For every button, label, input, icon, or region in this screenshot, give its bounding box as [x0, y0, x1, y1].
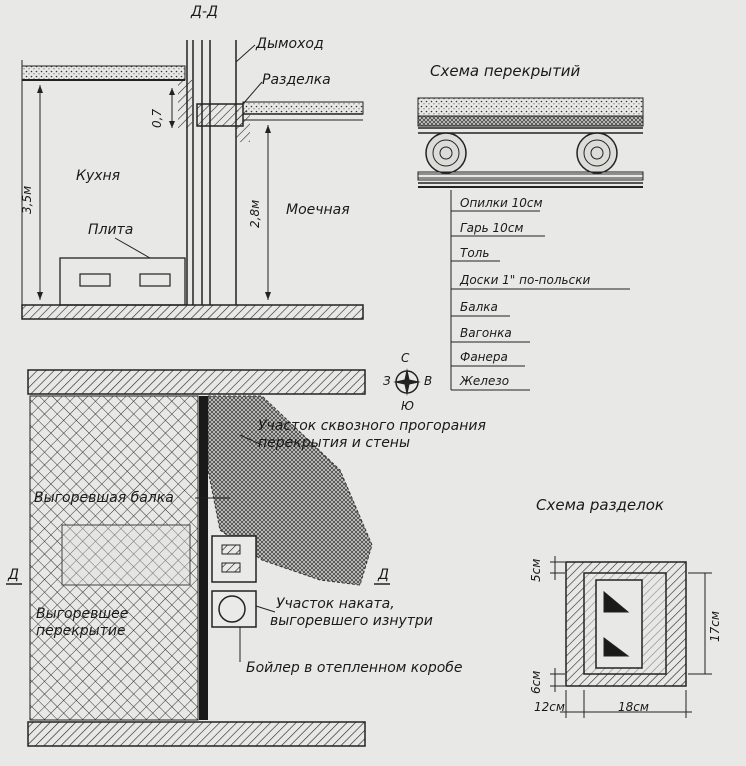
dim-17cm: 17см [708, 611, 722, 642]
compass-rose [393, 368, 421, 396]
beam-log-left [425, 132, 467, 174]
dim-18cm: 18см [618, 700, 649, 714]
compass-south: Ю [401, 399, 414, 413]
floor-scheme-title: Схема перекрытий [430, 62, 581, 80]
section-label: Д-Д [191, 4, 218, 20]
burnt-beam-label: Выгоревшая балка [34, 490, 174, 506]
burnt-floor-label-1: Выгоревшее [36, 606, 129, 622]
burnt-roll-label-2: выгоревшего изнутри [270, 613, 433, 629]
boiler-label: Бойлер в отепленном коробе [246, 660, 463, 676]
layer-cinder: Гарь 10см [460, 221, 524, 235]
dim-6cm: 6см [529, 670, 543, 694]
compass-north: С [401, 351, 410, 365]
floor-scheme-drawing [417, 97, 644, 391]
firebreak-scheme-drawing [550, 556, 712, 718]
beam-log-right [576, 132, 618, 174]
dim-3-5: 3,5м [20, 185, 34, 214]
dim-0-7: 0,7 [150, 108, 164, 128]
kitchen-label: Кухня [76, 168, 121, 184]
layer-sawdust: Опилки 10см [460, 196, 543, 210]
section-drawing [21, 40, 364, 320]
burnt-floor-label-2: перекрытие [36, 623, 126, 639]
layer-beam: Балка [460, 300, 498, 314]
dim-2-8: 2,8м [248, 199, 262, 228]
washroom-label: Моечная [286, 202, 350, 218]
section-mark-right: Д [378, 567, 389, 583]
layer-boards: Доски 1" по-польски [460, 273, 591, 287]
firebreak-label: Разделка [262, 72, 331, 88]
layer-plywood: Фанера [460, 350, 508, 364]
burnt-roll-label-1: Участок наката, [276, 596, 395, 612]
firebreak-scheme-title: Схема разделок [536, 496, 664, 514]
section-mark-left: Д [8, 567, 19, 583]
layer-lining: Вагонка [460, 326, 512, 340]
stove-label: Плита [88, 222, 134, 238]
burnthrough-label: Участок сквозного прогорания перекрытия … [258, 418, 486, 451]
chimney-label: Дымоход [256, 36, 324, 52]
compass-west: З [383, 374, 391, 388]
plan-drawing [6, 369, 390, 747]
compass-east: В [424, 374, 433, 388]
dim-5cm: 5см [529, 558, 543, 582]
dim-12cm: 12см [534, 700, 565, 714]
layer-tarpaper: Толь [460, 246, 490, 260]
layer-iron: Железо [460, 374, 510, 388]
